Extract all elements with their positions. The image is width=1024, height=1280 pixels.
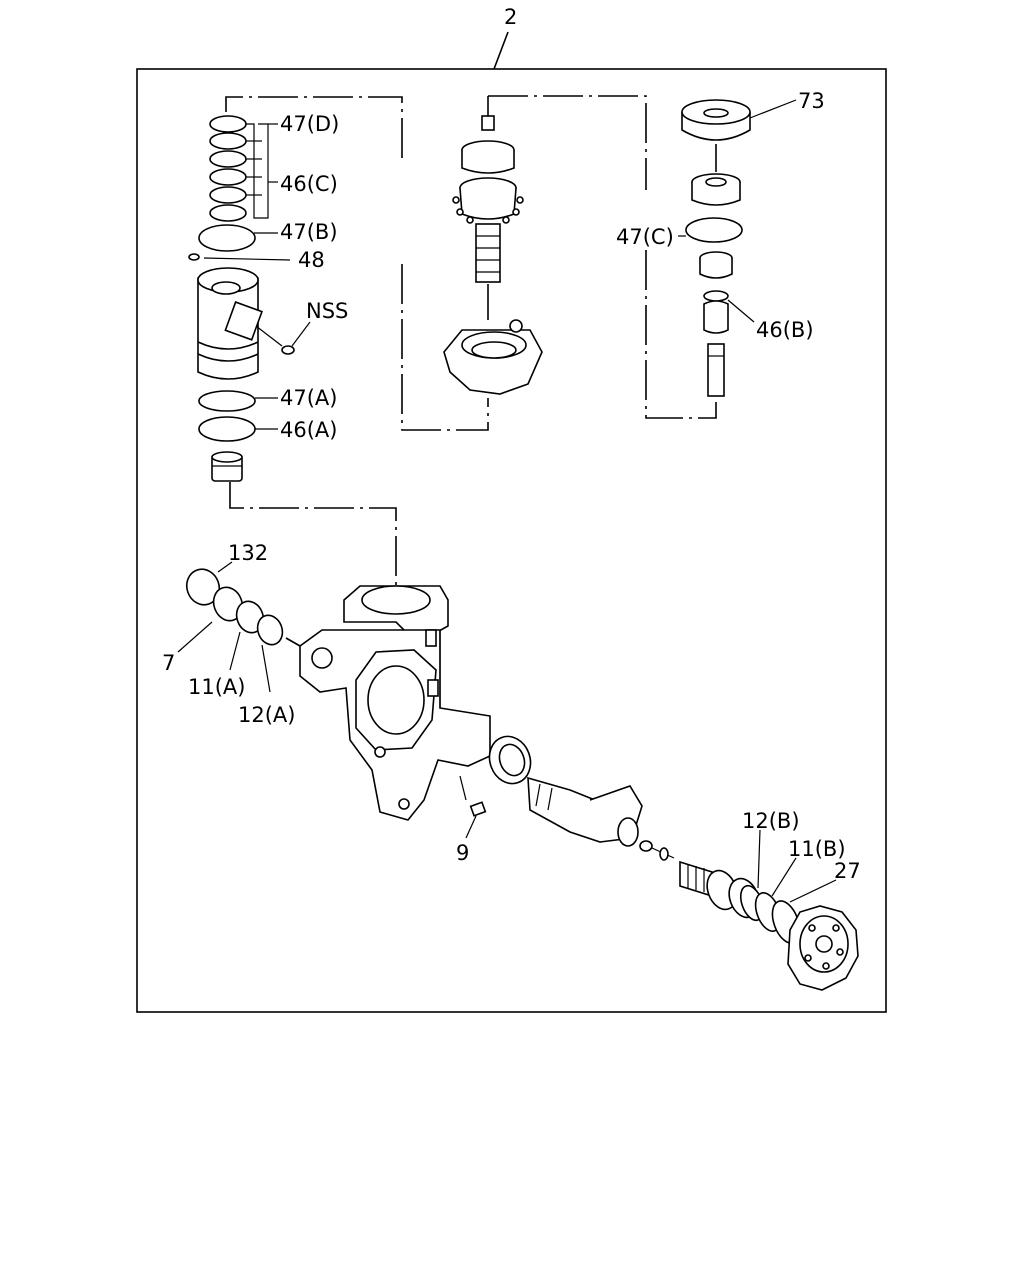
set-screw-9: [469, 801, 487, 817]
label-47d: 47(D): [280, 112, 339, 136]
assembly-number: 2: [504, 5, 517, 29]
label-46c: 46(C): [280, 172, 338, 196]
valve-body: [197, 267, 311, 380]
label-73: 73: [798, 89, 825, 113]
label-11b: 11(B): [788, 837, 846, 861]
cap-73: [681, 99, 751, 141]
label-7: 7: [162, 651, 175, 675]
diagram-frame: [136, 68, 887, 1013]
label-11a: 11(A): [188, 675, 245, 699]
label-47b: 47(B): [280, 220, 338, 244]
label-48: 48: [298, 248, 325, 272]
label-12b: 12(B): [742, 809, 800, 833]
end-cover: [787, 905, 859, 991]
label-46b: 46(B): [756, 318, 814, 342]
plug-fitting: [211, 451, 243, 482]
label-9: 9: [456, 841, 469, 865]
ring-stack-top: [188, 115, 256, 261]
label-132: 132: [228, 541, 268, 565]
label-46a: 46(A): [280, 418, 337, 442]
seal-rings-a: [198, 390, 256, 442]
label-12a: 12(A): [238, 703, 295, 727]
label-nss: NSS: [306, 299, 348, 323]
bearing-cup: [488, 735, 532, 785]
label-27: 27: [834, 859, 861, 883]
label-47a: 47(A): [280, 386, 337, 410]
adjuster-plug: [691, 173, 741, 206]
label-47c: 47(C): [616, 225, 674, 249]
spool-valve: [452, 115, 524, 283]
gear-housing: [299, 585, 491, 821]
seal-kit-left: [185, 568, 284, 646]
valve-cover: [443, 319, 543, 395]
o-ring-47c: [685, 217, 743, 243]
spool-parts-right: [699, 251, 733, 397]
sector-shaft: [527, 776, 643, 847]
assembly-leader: [493, 31, 509, 70]
